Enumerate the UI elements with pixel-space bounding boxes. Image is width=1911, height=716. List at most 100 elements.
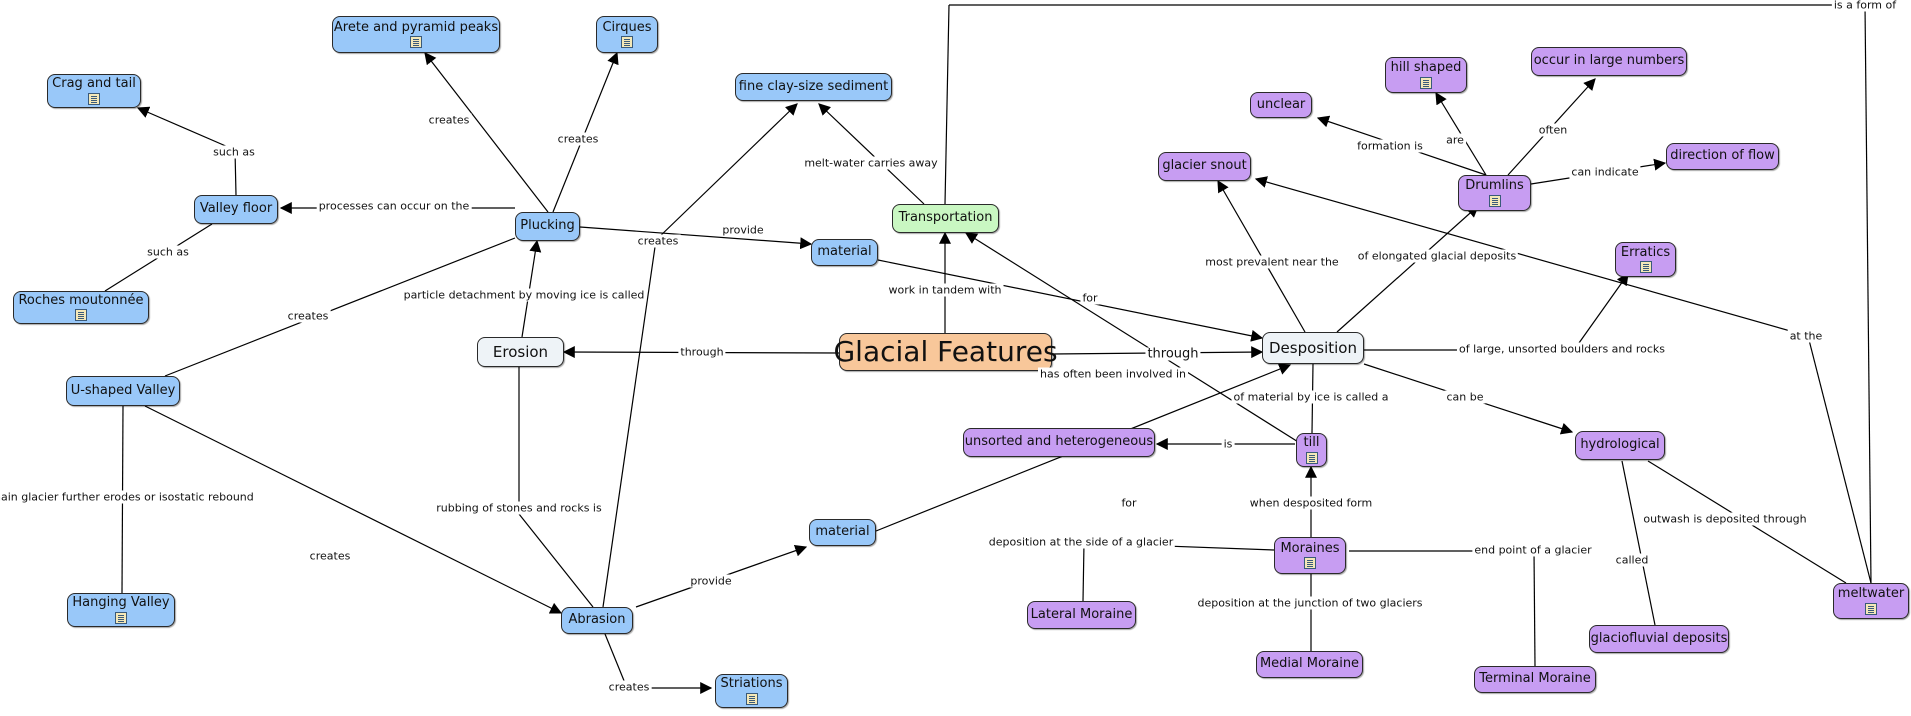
hydrological-label: hydrological: [1580, 437, 1660, 453]
abrasion-node[interactable]: Abrasion: [561, 607, 633, 634]
link-label: work in tandem with: [886, 283, 1004, 297]
hanging-valley-node[interactable]: Hanging Valley: [67, 593, 175, 627]
resource-icon[interactable]: [88, 92, 100, 105]
link-label: has often been involved in: [1038, 367, 1188, 381]
erosion-label: Erosion: [492, 342, 549, 361]
link-label: called: [1613, 553, 1651, 567]
cirques-node[interactable]: Cirques: [596, 16, 658, 53]
material-node-1[interactable]: material: [811, 239, 878, 266]
resource-icon[interactable]: [1304, 557, 1316, 570]
hill-shaped-node[interactable]: hill shaped: [1385, 57, 1467, 93]
hanging-valley-label: Hanging Valley: [72, 595, 170, 611]
glacial-features-node[interactable]: Glacial Features: [833, 333, 1058, 371]
unsorted-heterogeneous-label: unsorted and heterogeneous: [964, 434, 1154, 450]
link-label: are: [1444, 133, 1466, 147]
moraines-label: Moraines: [1280, 540, 1340, 556]
link-label: melt-water carries away: [802, 156, 940, 170]
link-label: is a form of: [1831, 0, 1899, 12]
valley-floor-label: Valley floor: [199, 201, 273, 217]
direction-of-flow-label: direction of flow: [1670, 148, 1775, 164]
link-label: for: [1080, 291, 1100, 305]
erratics-label: Erratics: [1620, 244, 1671, 260]
arete-label: Arete and pyramid peaks: [333, 19, 499, 35]
deposition-label: Desposition: [1268, 338, 1357, 357]
meltwater-node[interactable]: meltwater: [1833, 583, 1909, 619]
link-label: of large, unsorted boulders and rocks: [1456, 342, 1668, 356]
lateral-moraine-node[interactable]: Lateral Moraine: [1027, 601, 1136, 629]
link-label: through: [1145, 346, 1201, 362]
resource-icon[interactable]: [745, 692, 758, 705]
occur-large-numbers-node[interactable]: occur in large numbers: [1531, 47, 1687, 76]
link-label: for: [1119, 496, 1139, 510]
drumlins-node[interactable]: Drumlins: [1458, 175, 1531, 211]
resource-icon[interactable]: [1305, 451, 1318, 464]
link-label: through: [678, 345, 726, 359]
hill-shaped-label: hill shaped: [1390, 60, 1462, 76]
erosion-node[interactable]: Erosion: [477, 337, 564, 367]
moraines-node[interactable]: Moraines: [1274, 537, 1346, 574]
glaciofluvial-deposits-node[interactable]: glaciofluvial deposits: [1589, 625, 1729, 653]
plucking-node[interactable]: Plucking: [515, 212, 580, 241]
material-label-1: material: [817, 244, 872, 260]
unsorted-heterogeneous-node[interactable]: unsorted and heterogeneous: [963, 428, 1155, 457]
hydrological-node[interactable]: hydrological: [1575, 431, 1665, 460]
resource-icon[interactable]: [410, 36, 422, 49]
glaciofluvial-deposits-label: glaciofluvial deposits: [1590, 630, 1728, 646]
arete-node[interactable]: Arete and pyramid peaks: [332, 16, 500, 53]
crag-and-tail-node[interactable]: Crag and tail: [47, 74, 141, 108]
link-label: can be: [1444, 390, 1486, 404]
link-label: such as: [145, 245, 191, 259]
fine-clay-sediment-node[interactable]: fine clay-size sediment: [735, 73, 892, 101]
link-label: such as: [211, 145, 257, 159]
drumlins-label: Drumlins: [1465, 178, 1524, 194]
valley-floor-node[interactable]: Valley floor: [194, 195, 278, 224]
link-label: often: [1536, 123, 1570, 137]
transportation-label: Transportation: [898, 210, 993, 226]
link-label: provide: [720, 223, 766, 237]
crag-and-tail-label: Crag and tail: [52, 76, 136, 92]
resource-icon[interactable]: [75, 309, 87, 322]
striations-label: Striations: [720, 676, 783, 692]
unclear-label: unclear: [1256, 96, 1306, 112]
link-label: rubbing of stones and rocks is: [434, 501, 604, 515]
roches-moutonnee-label: Roches moutonnée: [18, 292, 144, 308]
link-label: at the: [1787, 329, 1825, 343]
resource-icon[interactable]: [1488, 194, 1501, 207]
link-label: main glacier further erodes or isostatic…: [0, 490, 256, 504]
link-label: when desposited form: [1247, 496, 1375, 510]
transportation-node[interactable]: Transportation: [892, 204, 999, 233]
meltwater-label: meltwater: [1837, 586, 1905, 602]
till-node[interactable]: till: [1296, 433, 1327, 467]
lateral-moraine-label: Lateral Moraine: [1030, 606, 1133, 622]
link-label: creates: [285, 309, 331, 323]
terminal-moraine-node[interactable]: Terminal Moraine: [1474, 666, 1596, 693]
link-label: creates: [426, 113, 472, 127]
link-label: deposition at the junction of two glacie…: [1195, 596, 1425, 610]
link-label: provide: [688, 574, 734, 588]
resource-icon[interactable]: [1420, 76, 1432, 89]
medial-moraine-node[interactable]: Medial Moraine: [1256, 651, 1363, 678]
resource-icon[interactable]: [1865, 602, 1877, 615]
link-label: deposition at the side of a glacier: [986, 535, 1176, 549]
erratics-node[interactable]: Erratics: [1615, 242, 1676, 277]
striations-node[interactable]: Striations: [715, 674, 788, 708]
roches-moutonnee-node[interactable]: Roches moutonnée: [13, 291, 149, 324]
u-shaped-valley-node[interactable]: U-shaped Valley: [66, 376, 180, 406]
occur-large-numbers-label: occur in large numbers: [1533, 53, 1685, 69]
resource-icon[interactable]: [115, 611, 127, 624]
link-label: is: [1221, 437, 1235, 451]
resource-icon[interactable]: [621, 36, 633, 49]
link-label: of elongated glacial deposits: [1355, 249, 1519, 263]
resource-icon[interactable]: [1639, 261, 1652, 274]
link-label: formation is: [1355, 139, 1425, 153]
cirques-label: Cirques: [602, 19, 652, 35]
glacier-snout-node[interactable]: glacier snout: [1158, 152, 1251, 181]
link-label: of material by ice is called a: [1231, 390, 1391, 404]
link-label: outwash is deposited through: [1641, 512, 1809, 526]
direction-of-flow-node[interactable]: direction of flow: [1666, 143, 1779, 170]
deposition-node[interactable]: Desposition: [1262, 332, 1364, 364]
unclear-node[interactable]: unclear: [1250, 92, 1312, 118]
material-node-2[interactable]: material: [809, 519, 876, 546]
link-label: creates: [635, 234, 681, 248]
plucking-label: Plucking: [520, 218, 575, 234]
